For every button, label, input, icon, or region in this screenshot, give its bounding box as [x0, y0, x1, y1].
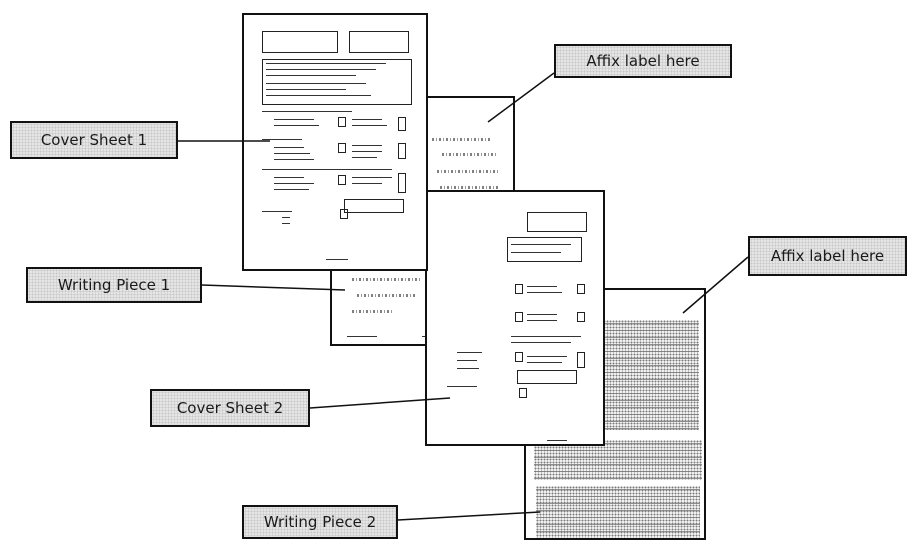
leader-line-writing-piece-2: [397, 511, 541, 521]
label-writing-piece-2: Writing Piece 2: [242, 505, 398, 539]
label-cover-sheet-2: Cover Sheet 2: [150, 389, 310, 427]
label-cover-sheet-1: Cover Sheet 1: [10, 121, 178, 159]
cover-sheet-1-page: [242, 13, 428, 271]
label-writing-piece-1: Writing Piece 1: [26, 267, 202, 303]
label-affix-label-1: Affix label here: [554, 44, 732, 78]
cover-sheet-2-page: [425, 190, 605, 446]
leader-line-writing-piece-1: [201, 284, 346, 291]
label-affix-label-2: Affix label here: [748, 236, 907, 276]
